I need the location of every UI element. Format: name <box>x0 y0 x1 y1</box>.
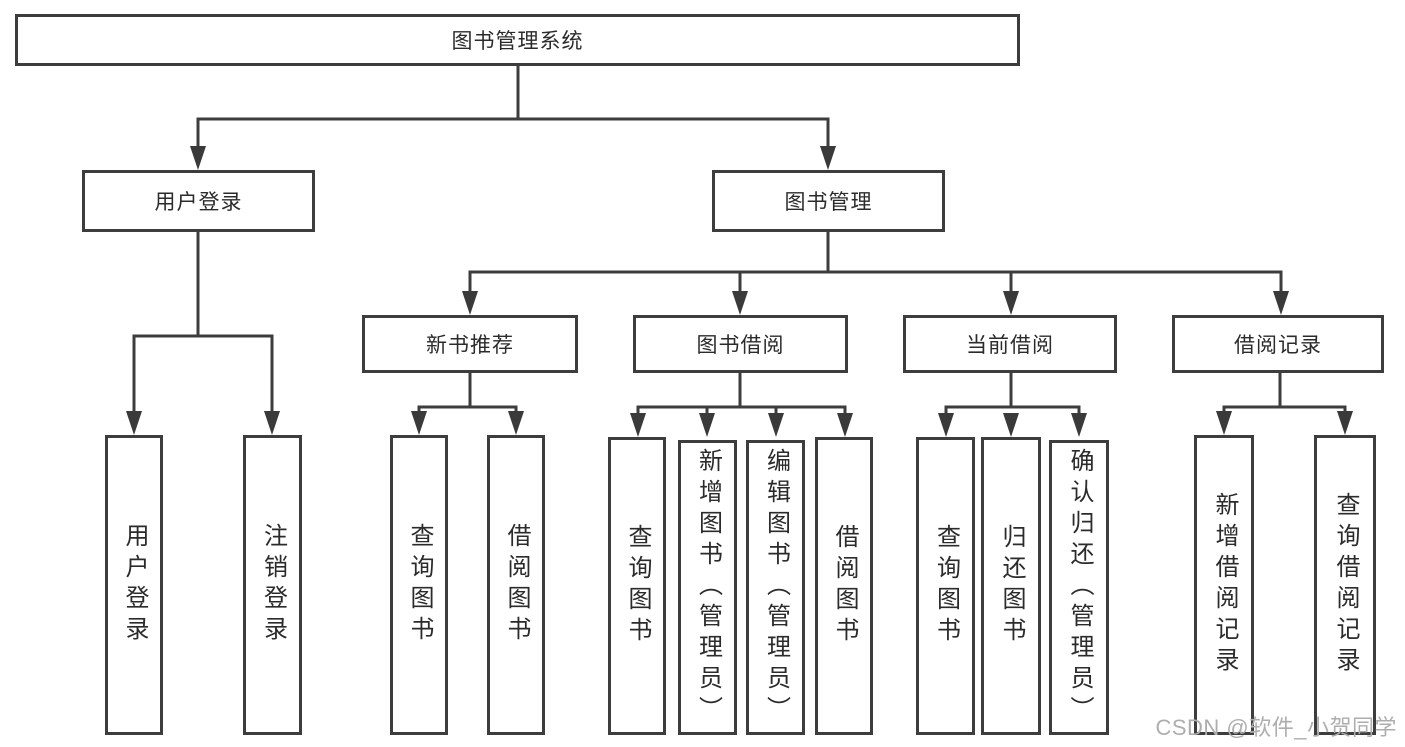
node-system-root: 图书管理系统 <box>15 14 1020 66</box>
node-label: 确认归还（管理员） <box>1066 448 1093 727</box>
leaf-add-book-admin: 新增图书（管理员） <box>678 440 737 735</box>
leaf-borrow-books-recommend: 借阅图书 <box>487 435 545 735</box>
leaf-user-login: 用户登录 <box>105 435 163 735</box>
node-label: 查询图书 <box>406 523 433 647</box>
leaf-borrow-books: 借阅图书 <box>815 437 873 735</box>
node-label: 当前借阅 <box>966 334 1054 357</box>
leaf-query-books-recommend: 查询图书 <box>390 435 448 735</box>
node-borrow-records: 借阅记录 <box>1172 315 1384 373</box>
node-label: 查询图书 <box>932 524 960 648</box>
node-label: 查询图书 <box>624 524 651 648</box>
node-label: 借阅记录 <box>1234 334 1322 357</box>
node-label: 查询借阅记录 <box>1332 492 1359 678</box>
csdn-watermark: CSDN @软件_小贺同学 <box>1155 715 1397 740</box>
node-current-borrow: 当前借阅 <box>903 315 1117 373</box>
node-user-login-module: 用户登录 <box>82 170 315 232</box>
leaf-return-books: 归还图书 <box>981 437 1041 735</box>
node-new-book-recommend: 新书推荐 <box>362 315 578 373</box>
node-label: 用户登录 <box>121 523 148 647</box>
node-label: 归还图书 <box>998 524 1025 648</box>
node-book-management-module: 图书管理 <box>712 170 945 232</box>
leaf-add-borrow-record: 新增借阅记录 <box>1194 435 1254 735</box>
node-label: 借阅图书 <box>503 523 530 647</box>
leaf-query-borrow-record: 查询借阅记录 <box>1314 435 1376 735</box>
node-label: 新增图书（管理员） <box>694 448 722 727</box>
node-label: 图书管理系统 <box>451 30 584 53</box>
leaf-edit-book-admin: 编辑图书（管理员） <box>746 440 805 735</box>
leaf-confirm-return-admin: 确认归还（管理员） <box>1049 440 1109 735</box>
node-label: 新增借阅记录 <box>1211 492 1238 678</box>
leaf-logout: 注销登录 <box>243 435 302 735</box>
node-label: 图书管理 <box>784 191 873 214</box>
node-label: 注销登录 <box>259 523 287 647</box>
leaf-query-books-current: 查询图书 <box>916 437 975 735</box>
leaf-query-books-borrow: 查询图书 <box>608 437 666 735</box>
node-label: 图书借阅 <box>696 334 785 357</box>
node-label: 编辑图书（管理员） <box>762 448 790 727</box>
node-label: 用户登录 <box>154 191 243 214</box>
node-book-borrow: 图书借阅 <box>633 315 848 373</box>
node-label: 新书推荐 <box>426 334 514 357</box>
node-label: 借阅图书 <box>831 524 858 648</box>
